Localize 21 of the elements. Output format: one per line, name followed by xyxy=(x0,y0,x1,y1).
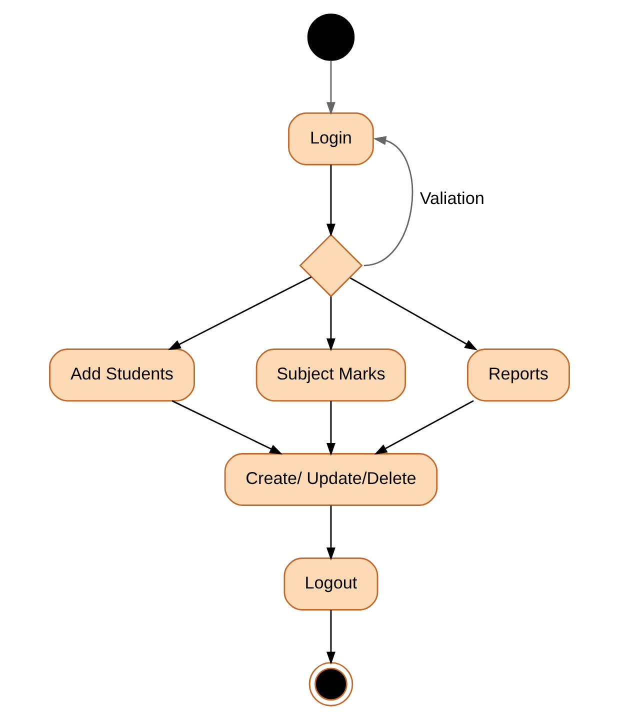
node-box: Logout xyxy=(283,558,378,610)
node-circle xyxy=(306,14,354,61)
node-diamond xyxy=(298,234,362,298)
node-box: Add Students xyxy=(48,348,194,402)
node-box: Create/ Update/Delete xyxy=(224,453,438,506)
arrow xyxy=(363,136,413,266)
arrow xyxy=(167,276,312,350)
arrow xyxy=(326,164,335,237)
arrow xyxy=(374,400,474,455)
arrow xyxy=(171,400,282,455)
arrow xyxy=(349,277,478,350)
edge-label: Valiation xyxy=(419,188,484,208)
node-box: Reports xyxy=(466,348,570,402)
node-box: Login xyxy=(288,112,374,166)
arrow xyxy=(326,401,335,456)
arrow xyxy=(326,610,335,665)
arrow xyxy=(326,296,335,352)
arrow xyxy=(326,506,335,560)
node-circle xyxy=(308,662,353,706)
node-box: Subject Marks xyxy=(255,348,406,402)
arrow xyxy=(326,60,335,115)
